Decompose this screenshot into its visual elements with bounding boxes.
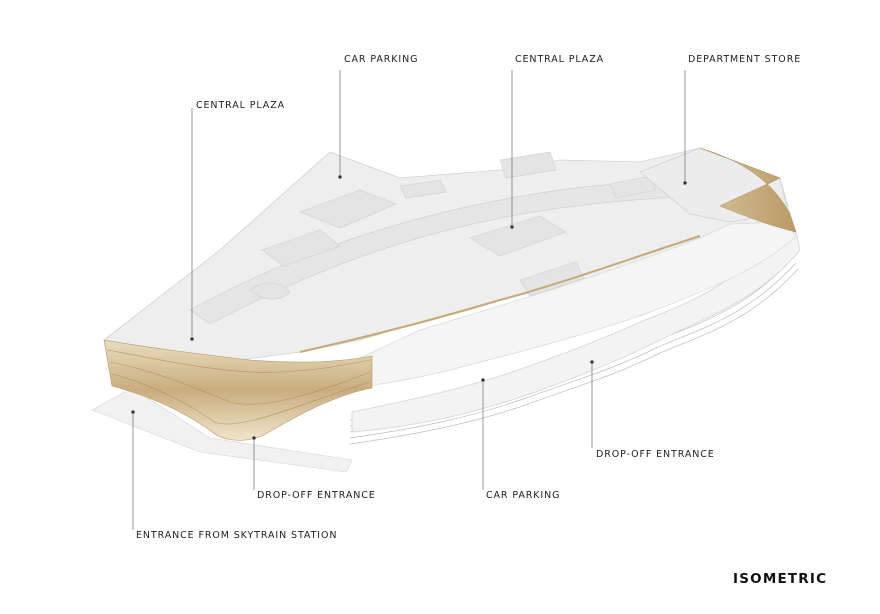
label-skytrain-entrance: ENTRANCE FROM SKYTRAIN STATION (136, 530, 338, 541)
label-car-parking-top: CAR PARKING (344, 54, 419, 65)
facade-right (699, 147, 797, 233)
roof-seam (299, 235, 701, 353)
diagram-title: ISOMETRIC (733, 571, 828, 587)
roof-details (249, 151, 657, 300)
label-drop-off-left: DROP-OFF ENTRANCE (257, 490, 376, 501)
label-central-plaza-mid: CENTRAL PLAZA (515, 54, 605, 65)
label-department-store: DEPARTMENT STORE (688, 54, 802, 65)
label-central-plaza-left: CENTRAL PLAZA (196, 100, 286, 111)
leader-lines (131, 70, 687, 530)
label-car-parking-bottom: CAR PARKING (486, 490, 561, 501)
parking-deck (351, 221, 797, 389)
label-drop-off-right: DROP-OFF ENTRANCE (596, 449, 715, 460)
facade-left (103, 339, 373, 441)
facade-left-ribbons (107, 349, 371, 425)
right-podium-roof (351, 231, 801, 433)
